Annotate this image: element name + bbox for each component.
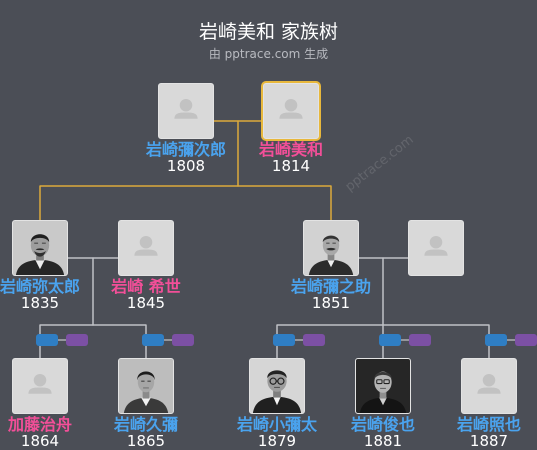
children-toggle-icon[interactable]: [303, 334, 325, 346]
portrait-photo: [356, 359, 410, 413]
toggle-pair: [273, 334, 325, 346]
avatar-placeholder-icon: [279, 98, 303, 119]
birth-year: 1814: [271, 157, 311, 175]
person-photo: [461, 358, 517, 414]
portrait-photo: [119, 359, 173, 413]
children-toggle-icon[interactable]: [172, 334, 194, 346]
portrait-photo: [250, 359, 304, 413]
person-node[interactable]: 加藤治舟 1864: [0, 358, 80, 449]
person-photo: [303, 220, 359, 276]
person-photo: [118, 220, 174, 276]
person-node-focus[interactable]: 岩崎美和 1814: [251, 83, 331, 174]
person-name: 岩崎美和: [258, 140, 323, 159]
person-node[interactable]: 岩崎 希世 1845: [106, 220, 186, 311]
person-node[interactable]: 岩崎照也 1887: [449, 358, 529, 449]
person-name: 岩崎小彌太: [237, 415, 318, 434]
toggle-pair: [36, 334, 88, 346]
portrait-photo: [304, 221, 358, 275]
birth-year: 1887: [469, 432, 509, 450]
birth-year: 1845: [126, 294, 166, 312]
avatar-placeholder-icon: [424, 235, 448, 256]
person-name: 岩崎照也: [456, 415, 521, 434]
person-photo: [408, 220, 464, 276]
person-node[interactable]: 岩崎俊也 1881: [343, 358, 423, 449]
birth-year: 1835: [20, 294, 60, 312]
person-photo: [12, 220, 68, 276]
person-name: 岩崎俊也: [350, 415, 415, 434]
spouse-toggle-icon[interactable]: [273, 334, 295, 346]
person-name: 加藤治舟: [7, 415, 72, 434]
spouse-toggle-icon[interactable]: [379, 334, 401, 346]
person-node[interactable]: 岩崎久彌 1865: [106, 358, 186, 449]
person-name: 岩崎久彌: [113, 415, 178, 434]
avatar-placeholder-icon: [174, 98, 198, 119]
children-toggle-icon[interactable]: [515, 334, 537, 346]
person-photo: [355, 358, 411, 414]
birth-year: 1865: [126, 432, 166, 450]
birth-year: 1881: [363, 432, 403, 450]
person-node[interactable]: 岩崎彌之助 1851: [291, 220, 371, 311]
avatar-placeholder-icon: [134, 235, 158, 256]
birth-year: 1864: [20, 432, 60, 450]
person-photo: [158, 83, 214, 139]
spouse-toggle-icon[interactable]: [485, 334, 507, 346]
spouse-toggle-icon[interactable]: [142, 334, 164, 346]
person-photo: [118, 358, 174, 414]
children-toggle-icon[interactable]: [409, 334, 431, 346]
person-name: 岩崎彌次郎: [146, 140, 227, 159]
person-node[interactable]: 岩崎弥太郎 1835: [0, 220, 80, 311]
page-title: 岩崎美和 家族树: [198, 21, 339, 43]
person-node[interactable]: 岩崎彌次郎 1808: [146, 83, 226, 174]
portrait-photo: [13, 221, 67, 275]
avatar-placeholder-icon: [28, 373, 52, 394]
spouse-toggle-icon[interactable]: [36, 334, 58, 346]
birth-year: 1808: [166, 157, 206, 175]
page-subtitle: 由 pptrace.com 生成: [208, 47, 329, 61]
person-photo: [249, 358, 305, 414]
birth-year: 1879: [257, 432, 297, 450]
person-name: 岩崎彌之助: [291, 277, 372, 296]
toggle-pair: [142, 334, 194, 346]
person-name: 岩崎 希世: [111, 277, 181, 296]
person-name: 岩崎弥太郎: [0, 277, 81, 296]
person-photo: [12, 358, 68, 414]
toggle-pair: [485, 334, 537, 346]
person-photo: [263, 83, 319, 139]
children-toggle-icon[interactable]: [66, 334, 88, 346]
person-node[interactable]: 岩崎小彌太 1879: [237, 358, 317, 449]
sibling-bar: [39, 185, 332, 221]
birth-year: 1851: [311, 294, 351, 312]
avatar-placeholder-icon: [477, 373, 501, 394]
person-node[interactable]: [396, 220, 476, 311]
toggle-pair: [379, 334, 431, 346]
